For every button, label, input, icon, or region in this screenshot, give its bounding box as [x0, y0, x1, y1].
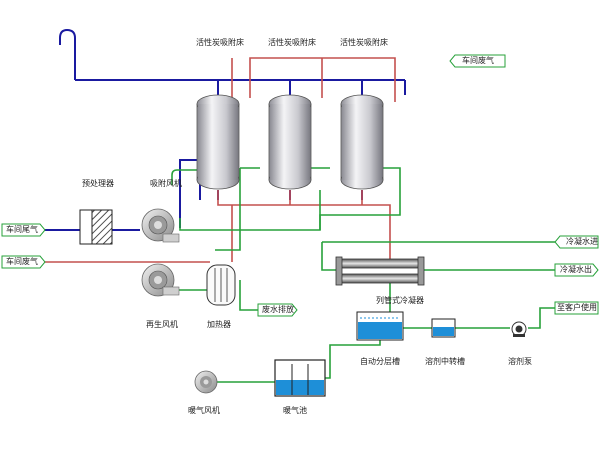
tag-cooling-out: 冷凝水出: [560, 265, 592, 274]
regeneration-fan: [141, 263, 180, 297]
label-condenser: 列管式冷凝器: [376, 296, 424, 305]
label-heater: 加热器: [207, 320, 231, 329]
solvent-transfer-tank: [431, 318, 456, 338]
label-solvent-pump: 溶剂泵: [508, 357, 532, 366]
tag-workshop-air-top: 车间废气: [462, 56, 494, 65]
tag-cooling-in: 冷凝水进: [566, 237, 598, 246]
shell-tube-condenser: [335, 256, 425, 286]
tag-shape-to-customer: [554, 301, 599, 315]
solvent-pump: [511, 321, 527, 337]
label-adsorber-2: 活性炭吸附床: [268, 38, 316, 47]
adsorption-fan: [141, 208, 180, 243]
label-solvent-tank: 溶剂中转槽: [425, 357, 465, 366]
red-pipes: [40, 57, 396, 263]
adsorber-vessel-2: [268, 94, 312, 190]
label-adsorber-1: 活性炭吸附床: [196, 38, 244, 47]
heating-fan: [194, 370, 218, 394]
label-pretreatment: 预处理器: [82, 179, 114, 188]
tag-shape-workshop-exhaust: [1, 223, 46, 237]
tag-wastewater: 废水排放: [262, 305, 294, 314]
tag-workshop-exhaust: 车间尾气: [6, 225, 38, 234]
tag-workshop-air-left: 车间废气: [6, 257, 38, 266]
tag-shape-workshop-air-top: [449, 54, 506, 68]
pretreatment-filter: [79, 209, 113, 245]
adsorber-vessel-1: [196, 94, 240, 190]
label-adsorber-3: 活性炭吸附床: [340, 38, 388, 47]
heating-pool: [274, 359, 326, 397]
tag-shape-wastewater: [257, 303, 298, 317]
label-regeneration-fan: 再生风机: [146, 320, 178, 329]
label-auto-separator: 自动分层槽: [360, 357, 400, 366]
green-pipes: [170, 167, 555, 383]
vent-hook: [59, 28, 76, 80]
tag-shape-cooling-out: [554, 263, 599, 277]
heater: [206, 264, 236, 306]
label-heating-fan: 暖气风机: [188, 406, 220, 415]
tag-to-customer: 至客户使用: [557, 303, 597, 312]
tag-shape-workshop-air-left: [1, 255, 46, 269]
auto-separator-tank: [356, 311, 404, 341]
label-heating-pool: 暖气池: [283, 406, 307, 415]
adsorber-vessel-3: [340, 94, 384, 190]
label-adsorption-fan: 吸附风机: [150, 179, 182, 188]
tag-shape-cooling-in: [554, 235, 599, 249]
